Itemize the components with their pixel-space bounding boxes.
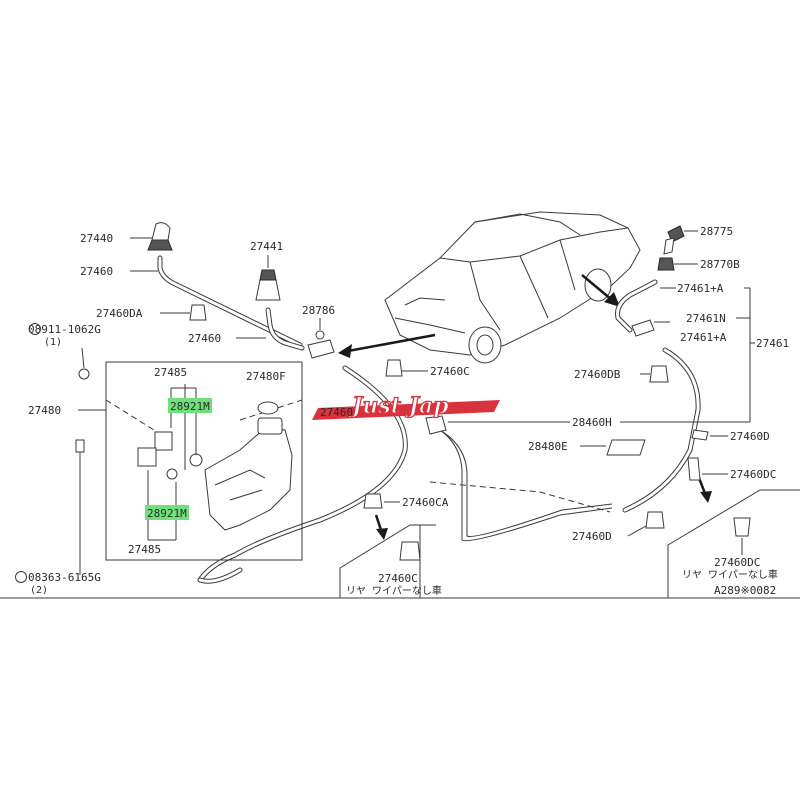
label-27460da: 27460DA: [96, 307, 143, 320]
label-27460-mid: 27460: [188, 332, 221, 345]
clip-27460d-right: [691, 429, 709, 441]
nozzle-28775: [663, 225, 685, 255]
circle-n-marker: [29, 323, 41, 335]
car-illustration: [384, 211, 641, 364]
highlight-28921m-top: [168, 398, 212, 413]
inset-frames: [339, 481, 800, 598]
label-inset-left-note: リヤ ワイパーなし車: [346, 584, 442, 597]
part-labels: 27440 27441 27460 27460DA 08911-1062G (1…: [15, 225, 789, 597]
label-27461: 27461: [756, 337, 789, 350]
label-27460dc-inset: 27460DC: [714, 556, 760, 569]
pad-28480e: [606, 439, 646, 456]
label-27460c: 27460C: [430, 365, 470, 378]
label-08911: 08911-1062G: [28, 323, 101, 336]
clip-27460dc-right: [687, 457, 701, 481]
label-27485-top: 27485: [154, 366, 187, 379]
label-08363: 08363-6165G: [28, 571, 101, 584]
grommet-08911: [78, 368, 90, 380]
highlight-28921m-bottom: [145, 505, 189, 520]
clip-27460ca: [363, 493, 383, 509]
label-27460c-inset: 27460C: [378, 572, 418, 585]
clip-27460da: [189, 304, 207, 321]
label-27440: 27440: [80, 232, 113, 245]
label-27461a-top: 27461+A: [677, 282, 724, 295]
label-27460ca: 27460CA: [402, 496, 449, 509]
label-27460d-right: 27460D: [730, 430, 770, 443]
pointer-arrows: [338, 274, 712, 540]
watermark-logo: Just Jap: [312, 392, 500, 420]
cap-28770b: [657, 257, 675, 271]
bolt-08363: [75, 439, 85, 466]
label-28786: 28786: [302, 304, 335, 317]
connector-28786: [307, 330, 335, 359]
label-08911-qty: (1): [44, 337, 62, 348]
label-28921m-top: 28921M: [170, 400, 210, 413]
label-27460-lower: 27460: [320, 406, 353, 419]
label-28480e: 28480E: [528, 440, 568, 453]
label-27461a-mid: 27461+A: [680, 331, 727, 344]
nozzle-27440: [147, 222, 173, 251]
clip-27460db: [649, 365, 669, 383]
label-27461n: 27461N: [686, 312, 726, 325]
label-diagram-code: A289※0082: [714, 584, 776, 597]
label-27441: 27441: [250, 240, 283, 253]
check-valve-27461n: [631, 319, 655, 337]
label-27460dc-right: 27460DC: [730, 468, 776, 481]
label-inset-right-note: リヤ ワイパーなし車: [682, 568, 778, 581]
front-washer-hoses: [157, 255, 613, 584]
label-27460d-bottom: 27460D: [572, 530, 612, 543]
label-27480f: 27480F: [246, 370, 286, 383]
grommet-28460h: [425, 415, 447, 435]
rear-washer-hoses: [615, 279, 701, 513]
label-08363-qty: (2): [30, 585, 48, 596]
circle-s-marker: [15, 571, 27, 583]
label-28460h: 28460H: [572, 416, 612, 429]
label-28921m-bottom: 28921M: [147, 507, 187, 520]
watermark-text: Just Jap: [348, 393, 449, 419]
clip-27460dc-inset: [733, 517, 751, 537]
label-28775: 28775: [700, 225, 733, 238]
label-27485-bottom: 27485: [128, 543, 161, 556]
clip-27460c-inset: [399, 541, 421, 561]
clip-27460d-bottom: [645, 511, 665, 529]
clip-27460c: [385, 359, 403, 377]
label-28770b: 28770B: [700, 258, 740, 271]
leader-lines: [78, 230, 755, 575]
washer-tank-assembly: [105, 361, 303, 561]
label-27460db: 27460DB: [574, 368, 621, 381]
label-27460-top: 27460: [80, 265, 113, 278]
label-27480: 27480: [28, 404, 61, 417]
nozzle-27441: [255, 269, 281, 301]
